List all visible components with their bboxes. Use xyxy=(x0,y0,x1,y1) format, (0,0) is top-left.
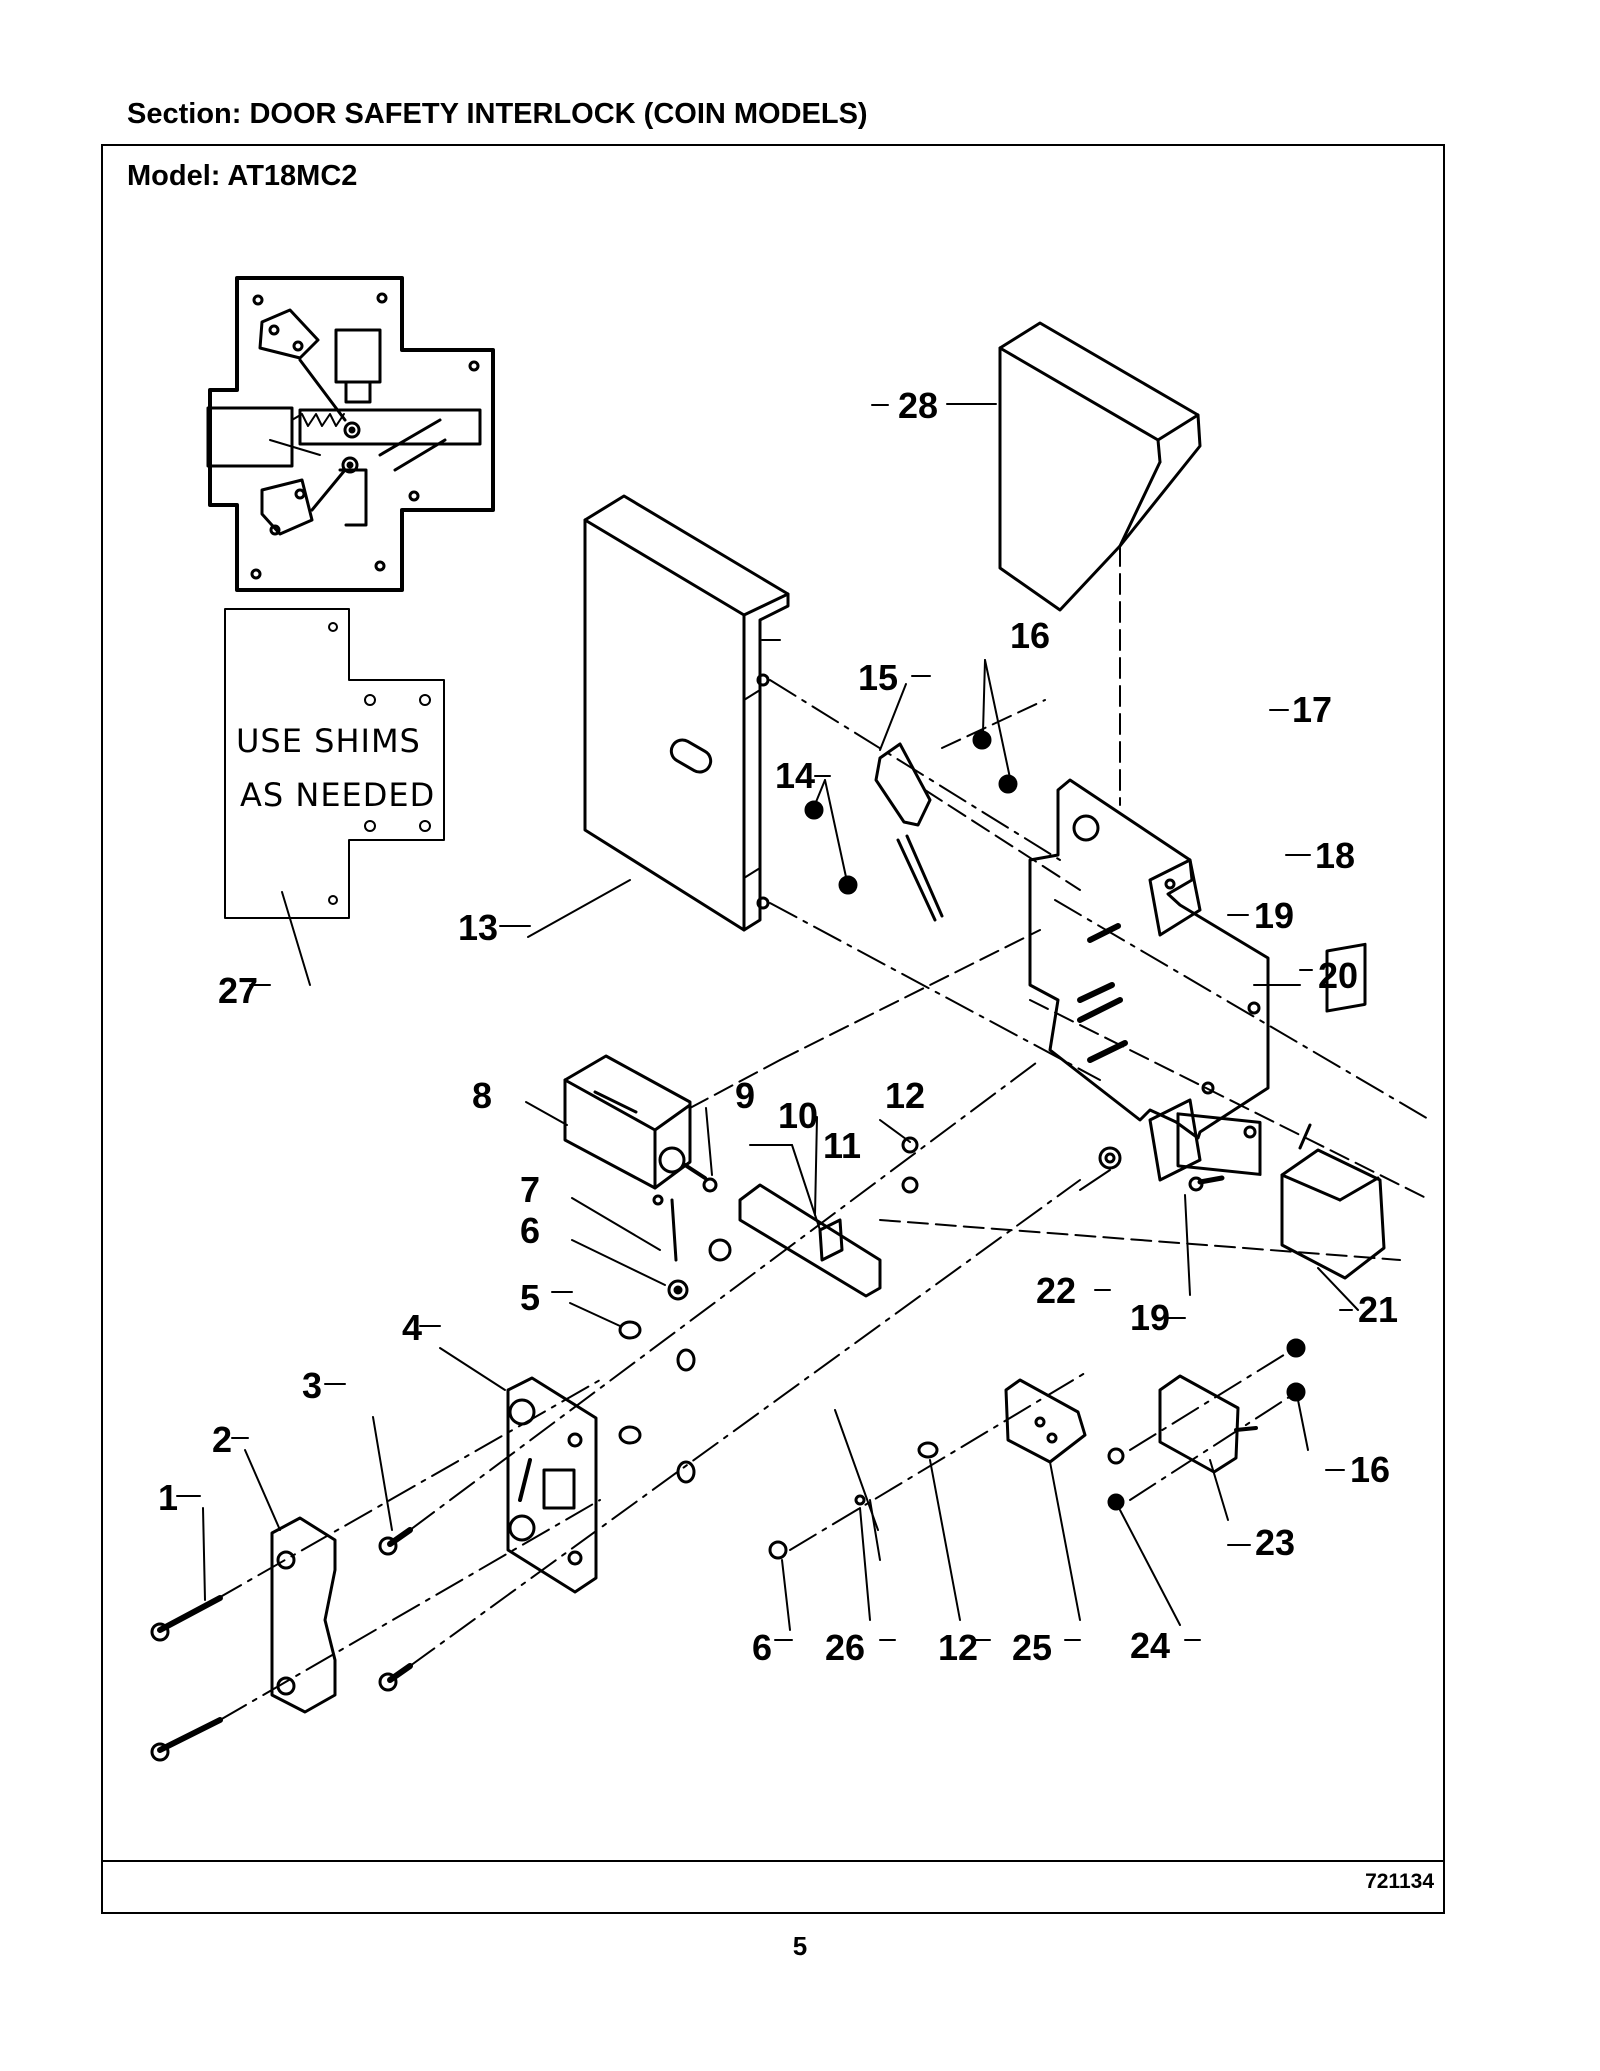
callout-18: 18 xyxy=(1315,835,1355,876)
latch-block-2 xyxy=(244,1449,337,1714)
section-title: Section: DOOR SAFETY INTERLOCK (COIN MOD… xyxy=(127,98,868,130)
switch-15 xyxy=(874,683,1081,922)
shim-plate-27 xyxy=(224,608,445,986)
page-number: 5 xyxy=(792,1931,808,1961)
model-title: Model: AT18MC2 xyxy=(127,160,358,192)
callout-24: 24 xyxy=(1130,1625,1170,1666)
callout-19-lower: 19 xyxy=(1130,1297,1170,1338)
screws-1-3 xyxy=(150,1059,1081,1762)
callout-5: 5 xyxy=(520,1277,540,1318)
callout-7: 7 xyxy=(520,1169,540,1210)
plunger-hardware xyxy=(569,1107,919,1484)
callout-4: 4 xyxy=(402,1307,422,1348)
bracket-20 xyxy=(1028,778,1301,1182)
callout-9: 9 xyxy=(735,1075,755,1116)
callout-27: 27 xyxy=(218,970,258,1011)
callout-14: 14 xyxy=(775,755,815,796)
shim-text-line2: AS NEEDED xyxy=(240,776,435,814)
top-cover-28 xyxy=(946,321,1202,806)
lower-hardware xyxy=(768,999,1431,1631)
callout-26: 26 xyxy=(825,1627,865,1668)
callout-13: 13 xyxy=(458,907,498,948)
callout-21: 21 xyxy=(1358,1289,1398,1330)
callout-6-lower: 6 xyxy=(752,1627,772,1668)
diagram-frame xyxy=(101,144,1445,1914)
mounting-plate-4 xyxy=(439,1347,598,1594)
callout-3: 3 xyxy=(302,1365,322,1406)
assembled-view-inset xyxy=(206,276,495,592)
callout-11: 11 xyxy=(823,1125,861,1166)
nuts-14-16 xyxy=(804,659,1018,895)
callout-10: 10 xyxy=(778,1095,818,1136)
callout-16-lower: 16 xyxy=(1350,1449,1390,1490)
callout-12-lower: 12 xyxy=(938,1627,978,1668)
callout-labels: 1 2 3 4 5 6 7 8 9 10 11 12 13 14 15 16 1… xyxy=(158,385,1398,1668)
callout-19: 19 xyxy=(1254,895,1294,936)
solenoid-21 xyxy=(1054,899,1431,1311)
callout-15: 15 xyxy=(858,657,898,698)
callout-20: 20 xyxy=(1318,955,1358,996)
callout-25: 25 xyxy=(1012,1627,1052,1668)
callout-leaders xyxy=(176,404,1353,1641)
callout-17: 17 xyxy=(1292,689,1332,730)
callout-12: 12 xyxy=(885,1075,925,1116)
callout-2: 2 xyxy=(212,1419,232,1460)
drawing-number: 721134 xyxy=(1365,1870,1434,1893)
callout-8: 8 xyxy=(472,1075,492,1116)
callout-16: 16 xyxy=(1010,615,1050,656)
solenoid-8 xyxy=(525,929,1041,1190)
callout-22: 22 xyxy=(1036,1270,1076,1311)
footer-divider xyxy=(101,1860,1445,1862)
callout-1: 1 xyxy=(158,1477,178,1518)
callout-6: 6 xyxy=(520,1210,540,1251)
callout-28: 28 xyxy=(898,385,938,426)
shim-text-line1: USE SHIMS xyxy=(236,722,421,760)
callout-23: 23 xyxy=(1255,1522,1295,1563)
